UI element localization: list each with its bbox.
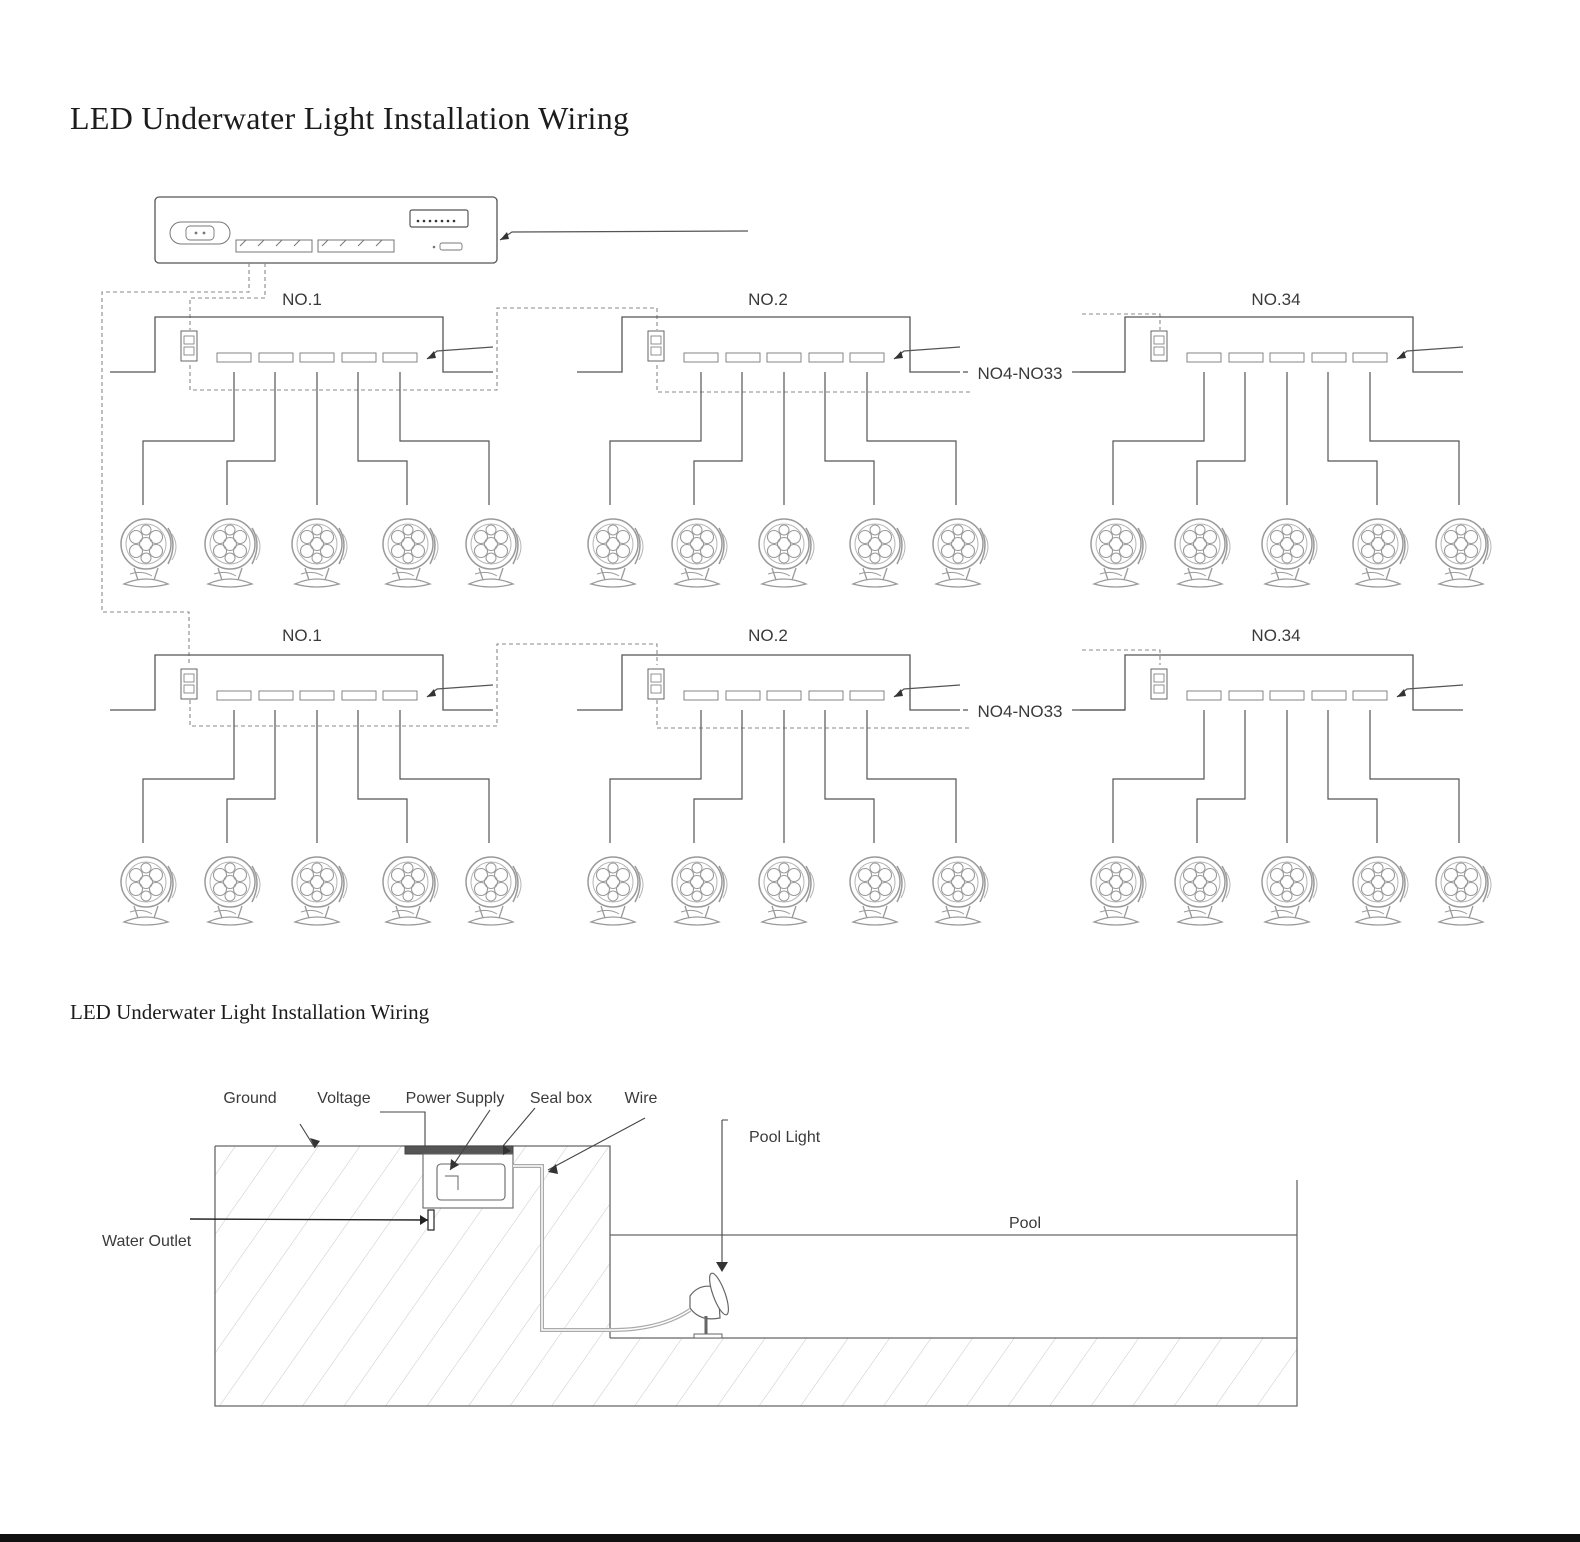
wiring-diagram: NO.1 NO.2 NO.34 NO.1 NO.2 NO.34 NO4-NO33…: [101, 196, 1580, 960]
label-seal-box: Seal box: [530, 1090, 592, 1107]
bottom-border: [0, 1534, 1580, 1542]
controller-label: NO.1: [282, 290, 322, 309]
controller-no34-row2: [1080, 655, 1491, 925]
range-label: NO4-NO33: [977, 364, 1062, 383]
pool-light-fixture: [689, 1272, 730, 1339]
controller-label: NO.2: [748, 290, 788, 309]
controller-label: NO.34: [1251, 626, 1300, 645]
label-voltage: Voltage: [317, 1090, 370, 1107]
main-controller: [154, 196, 749, 264]
controller-no1-row2: [110, 655, 521, 925]
controller-no1-row1: [110, 317, 521, 587]
label-wire: Wire: [625, 1090, 658, 1107]
controller-label: NO.2: [748, 626, 788, 645]
controller-no2-row2: [577, 655, 988, 925]
installation-title: LED Underwater Light Installation Wiring: [70, 1000, 430, 1024]
label-ground: Ground: [223, 1090, 276, 1107]
dashed-data-lines: [101, 263, 1161, 729]
label-power-supply: Power Supply: [406, 1090, 505, 1107]
diagram-title: LED Underwater Light Installation Wiring: [70, 100, 630, 136]
controller-label: NO.34: [1251, 290, 1300, 309]
installation-diagram: Ground Voltage Power Supply Seal box Wir…: [102, 1090, 1298, 1407]
label-pool: Pool: [1009, 1215, 1041, 1232]
controller-label: NO.1: [282, 626, 322, 645]
label-water-outlet: Water Outlet: [102, 1233, 192, 1250]
controller-no34-row1: [1080, 317, 1491, 587]
label-pool-light: Pool Light: [749, 1129, 821, 1146]
controller-no2-row1: [577, 317, 988, 587]
range-label: NO4-NO33: [977, 702, 1062, 721]
